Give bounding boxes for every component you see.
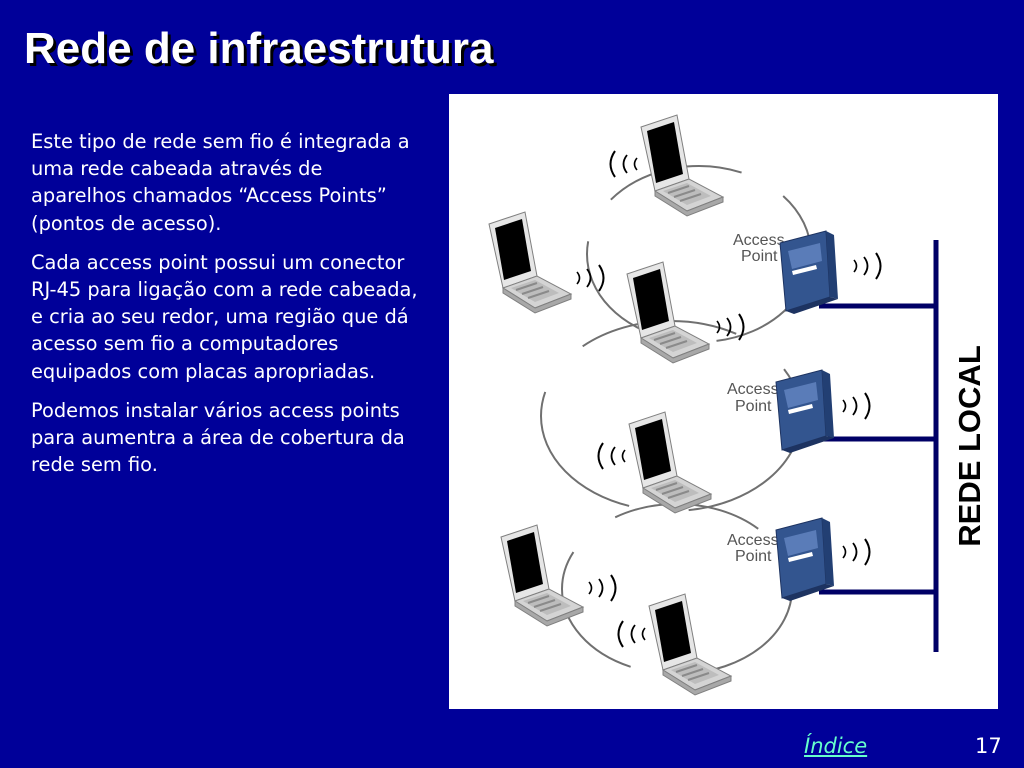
laptop-5 [501, 525, 616, 626]
ap-label-3-line2: Point [735, 548, 772, 565]
ap-label-2-line1: Access [727, 381, 779, 398]
ap-label-2-line2: Point [735, 398, 772, 415]
slide-body: Este tipo de rede sem fio é integrada a … [31, 128, 421, 490]
laptop-6 [619, 594, 732, 695]
laptop-3 [627, 262, 744, 363]
paragraph-1: Este tipo de rede sem fio é integrada a … [31, 128, 421, 237]
network-diagram: Access Point Access Point Access Point [449, 94, 998, 709]
network-label: REDE LOCAL [952, 345, 987, 547]
ap-label-1-line2: Point [741, 248, 778, 265]
laptop-2 [489, 212, 604, 313]
access-point-1: Access Point [733, 231, 881, 314]
slide-title: Rede de infraestrutura [24, 24, 493, 74]
paragraph-2: Cada access point possui um conector RJ-… [31, 249, 421, 385]
index-link[interactable]: Índice [804, 734, 867, 758]
access-point-3: Access Point [727, 518, 870, 601]
paragraph-3: Podemos instalar vários access points pa… [31, 397, 421, 479]
page-number: 17 [975, 734, 1002, 758]
ap-label-1-line1: Access [733, 232, 785, 249]
laptop-4 [599, 412, 712, 513]
ap-label-3-line1: Access [727, 532, 779, 549]
